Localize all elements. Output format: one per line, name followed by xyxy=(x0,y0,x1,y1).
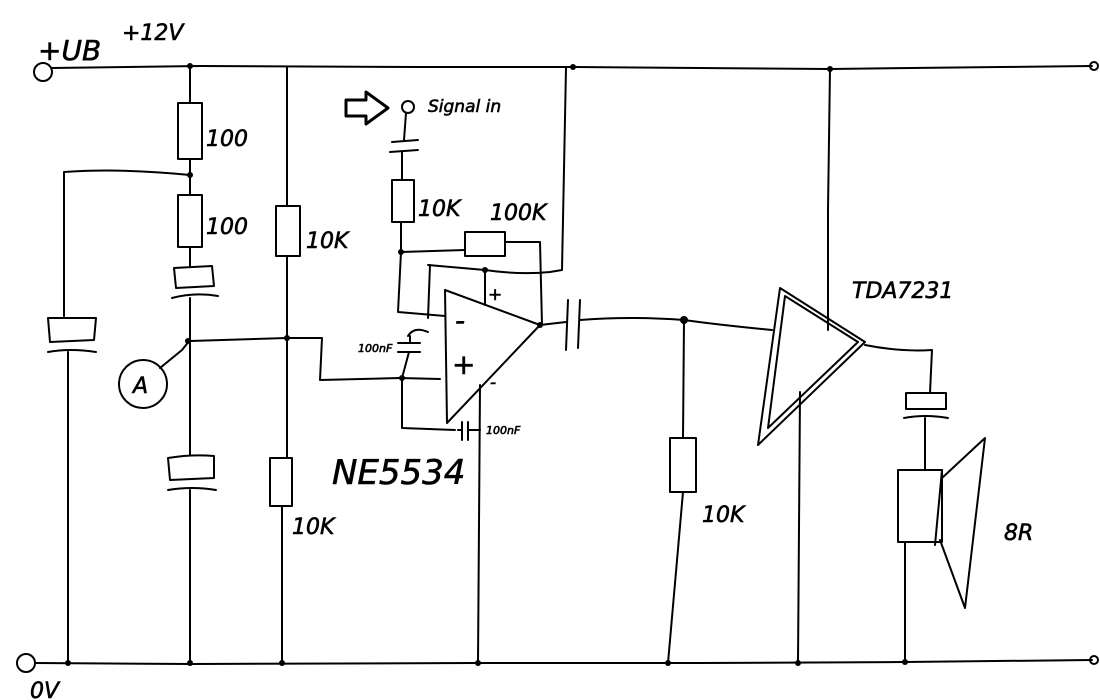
supply-name-label: +UB xyxy=(38,34,101,67)
r-top-2-label: 100 xyxy=(206,215,248,240)
signal-in-terminal xyxy=(401,100,415,114)
node-a-circle xyxy=(118,359,168,409)
wire xyxy=(579,317,685,321)
opamp-ne5534 xyxy=(427,64,576,666)
opamp-part-label: NE5534 xyxy=(332,453,465,493)
left-capacitor-branch xyxy=(47,169,191,666)
amp-triangle-outer xyxy=(757,287,866,446)
opamp-noninverting-input-sign: + xyxy=(452,348,475,381)
capacitor-upper-plate xyxy=(171,293,219,299)
coupling-cap-plate-a xyxy=(565,299,569,351)
wire xyxy=(683,319,773,331)
r-top-1-label: 100 xyxy=(206,127,248,152)
r-feedback-label: 100K xyxy=(490,201,548,226)
capacitor-lower xyxy=(167,454,215,481)
speaker-magnet xyxy=(897,469,943,543)
node-a-label: A xyxy=(131,374,148,399)
opamp-ground-wire xyxy=(477,384,481,664)
wire xyxy=(407,328,429,337)
amp-supply-wire xyxy=(827,68,831,331)
ground-rail-wire xyxy=(34,659,1093,665)
wire xyxy=(682,319,685,439)
signal-in-label: Signal in xyxy=(428,97,501,117)
output-capacitor xyxy=(905,392,947,410)
wire xyxy=(427,264,486,271)
r-divider-bottom-label: 10K xyxy=(292,515,336,540)
input-cap-plate-a xyxy=(391,139,419,143)
supply-rail-end xyxy=(1089,61,1099,71)
node-a-marker xyxy=(118,338,191,409)
output-coupling xyxy=(537,299,688,351)
speaker-impedance-label: 8R xyxy=(1004,521,1033,546)
opamp-plus-sign: + xyxy=(488,285,502,305)
ground-terminal xyxy=(16,653,36,673)
amp-part-label: TDA7231 xyxy=(852,279,953,304)
output-capacitor-plate xyxy=(903,415,949,419)
resistor-10k-input xyxy=(391,179,415,223)
speaker-cone-icon xyxy=(939,437,986,609)
supply-terminal xyxy=(33,62,53,82)
bias-wire-path xyxy=(189,337,441,381)
inverting-input-wire xyxy=(397,251,446,317)
capacitor-upper xyxy=(173,265,215,289)
ground-rail-end xyxy=(1089,655,1099,665)
ground-rail xyxy=(16,653,1099,673)
wire xyxy=(63,169,191,319)
supply-filter-branch xyxy=(167,63,219,666)
resistor-100k-feedback xyxy=(464,231,506,257)
signal-input xyxy=(344,90,419,255)
speaker-voice-coil xyxy=(934,469,943,546)
wire xyxy=(667,491,684,664)
resistor-10k-divider-top xyxy=(275,205,301,257)
wire xyxy=(539,321,567,326)
coupling-cap-plate-b xyxy=(577,299,581,349)
wire xyxy=(504,241,543,326)
capacitor-lower-plate xyxy=(167,487,217,491)
wire xyxy=(401,351,456,431)
node-a-leader xyxy=(159,339,191,369)
amp-tda7231 xyxy=(683,66,933,666)
amp-output-wire xyxy=(864,344,933,394)
r-output-load-label: 10K xyxy=(702,503,746,528)
cap-opamp-supply-label: 100nF xyxy=(486,424,521,437)
opamp-inverting-input-sign: - xyxy=(455,304,465,337)
input-cap-plate-b xyxy=(389,149,419,153)
ground-label: 0V xyxy=(30,679,61,700)
resistor-100-second xyxy=(177,194,203,248)
capacitor-left xyxy=(47,317,97,343)
cap-opamp-in-label: 100nF xyxy=(358,342,393,355)
capacitor-left-plate xyxy=(47,349,97,353)
supply-voltage-label: +12V xyxy=(122,21,185,46)
feedback-network xyxy=(397,231,543,431)
wire xyxy=(400,249,466,253)
r-input-label: 10K xyxy=(418,197,462,222)
opamp-triangle xyxy=(444,289,541,424)
opamp-minus-sign: - xyxy=(490,373,496,393)
load-resistor-branch xyxy=(665,319,697,666)
r-divider-top-label: 10K xyxy=(306,229,350,254)
opamp-supply-link xyxy=(484,67,567,275)
divider-branch xyxy=(269,66,301,666)
wire xyxy=(427,264,431,319)
amp-ground-wire xyxy=(797,391,801,664)
resistor-10k-divider-bottom xyxy=(269,457,293,507)
resistor-100-top xyxy=(177,102,203,160)
speaker-branch xyxy=(897,392,986,665)
resistor-10k-output xyxy=(669,437,697,493)
wire xyxy=(403,112,407,141)
signal-in-arrow-icon xyxy=(344,90,390,126)
amp-triangle-inner xyxy=(767,295,859,429)
